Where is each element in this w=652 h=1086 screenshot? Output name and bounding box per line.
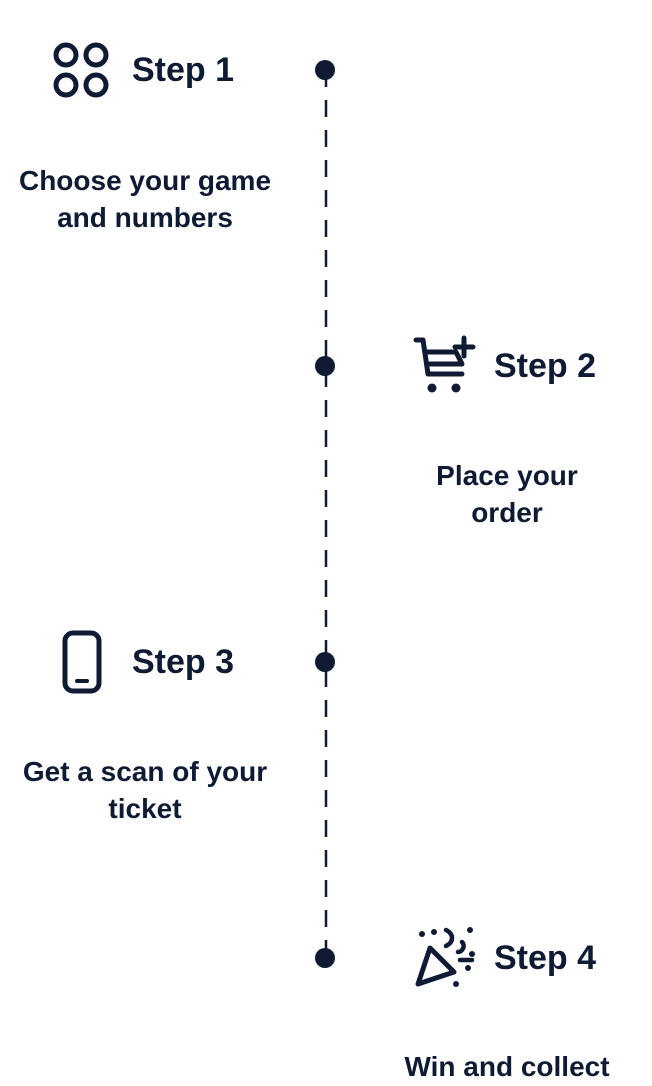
- step-2-description-line-2: order: [471, 497, 543, 528]
- smartphone-icon: [50, 630, 114, 694]
- step-1-description-line-1: Choose your game: [18, 165, 272, 196]
- step-1-description: Choose your game and numbers: [0, 162, 290, 236]
- timeline-line: [324, 70, 328, 958]
- step-4-header: Step 4: [412, 926, 596, 990]
- step-2-title: Step 2: [494, 347, 597, 385]
- step-2-description: Place your order: [362, 457, 652, 531]
- step-4-description-line-1: Win and collect: [404, 1051, 610, 1082]
- timeline-dot-step-2: [315, 356, 335, 376]
- timeline-dot-step-4: [315, 948, 335, 968]
- step-1-header: Step 1: [50, 38, 234, 102]
- step-4-title: Step 4: [494, 939, 597, 977]
- step-3-description-line-2: ticket: [108, 793, 182, 824]
- step-3-description-line-1: Get a scan of your: [22, 756, 268, 787]
- step-3-title: Step 3: [132, 643, 235, 681]
- step-3-header: Step 3: [50, 630, 234, 694]
- timeline-dot-step-3: [315, 652, 335, 672]
- step-1-description-line-2: and numbers: [57, 202, 233, 233]
- cart-plus-icon: [412, 334, 476, 398]
- step-2-description-line-1: Place your: [436, 460, 578, 491]
- four-circles-icon: [50, 38, 114, 102]
- step-3-description: Get a scan of your ticket: [0, 753, 290, 827]
- timeline-dot-step-1: [315, 60, 335, 80]
- step-2-header: Step 2: [412, 334, 596, 398]
- step-1-title: Step 1: [132, 51, 235, 89]
- step-4-description: Win and collect: [362, 1048, 652, 1085]
- party-popper-icon: [412, 926, 476, 990]
